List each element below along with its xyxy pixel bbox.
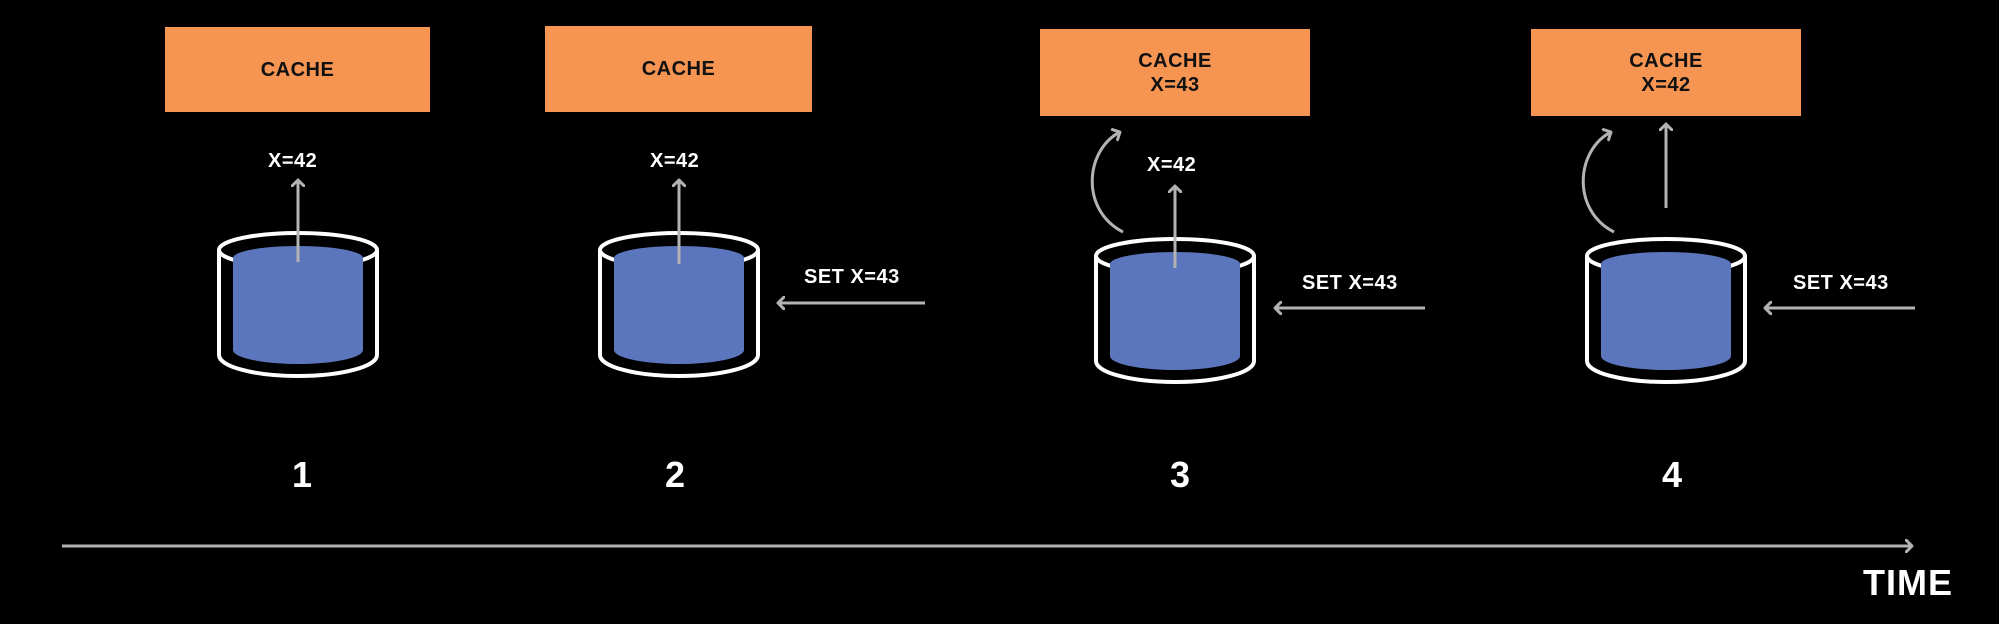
step-number-1: 1 [291,454,313,495]
read-label-step-3: X=42 [1147,154,1197,176]
cache-box-step-2: CACHE [545,26,812,112]
cache-write-curve-step-3 [1090,132,1124,234]
cache-title: CACHE [260,58,335,81]
write-label-step-4: SET X=43 [1793,272,1889,294]
read-label-step-2: X=42 [650,150,700,172]
database-icon-step-4 [1585,237,1747,384]
cache-box-step-4: CACHE X=42 [1531,29,1801,116]
read-label-step-1: X=42 [268,150,318,172]
step-number-3: 3 [1169,454,1191,495]
cache-value: X=43 [1150,73,1200,96]
cache-title: CACHE [1629,49,1703,72]
step-number-2: 2 [664,454,686,495]
db4-side [1585,256,1747,384]
timeline-label: TIME [1863,562,1953,603]
cache-title: CACHE [1138,49,1212,72]
cache-box-step-3: CACHE X=43 [1040,29,1310,116]
cache-write-curve-step-4 [1581,132,1615,234]
database-icon-step-2 [598,231,760,378]
cache-value: X=42 [1641,73,1691,96]
write-label-step-3: SET X=43 [1302,272,1398,294]
write-label-step-2: SET X=43 [804,266,900,288]
cache-box-step-1: CACHE [165,27,430,112]
step-number-4: 4 [1661,454,1683,495]
cache-title: CACHE [641,58,716,80]
